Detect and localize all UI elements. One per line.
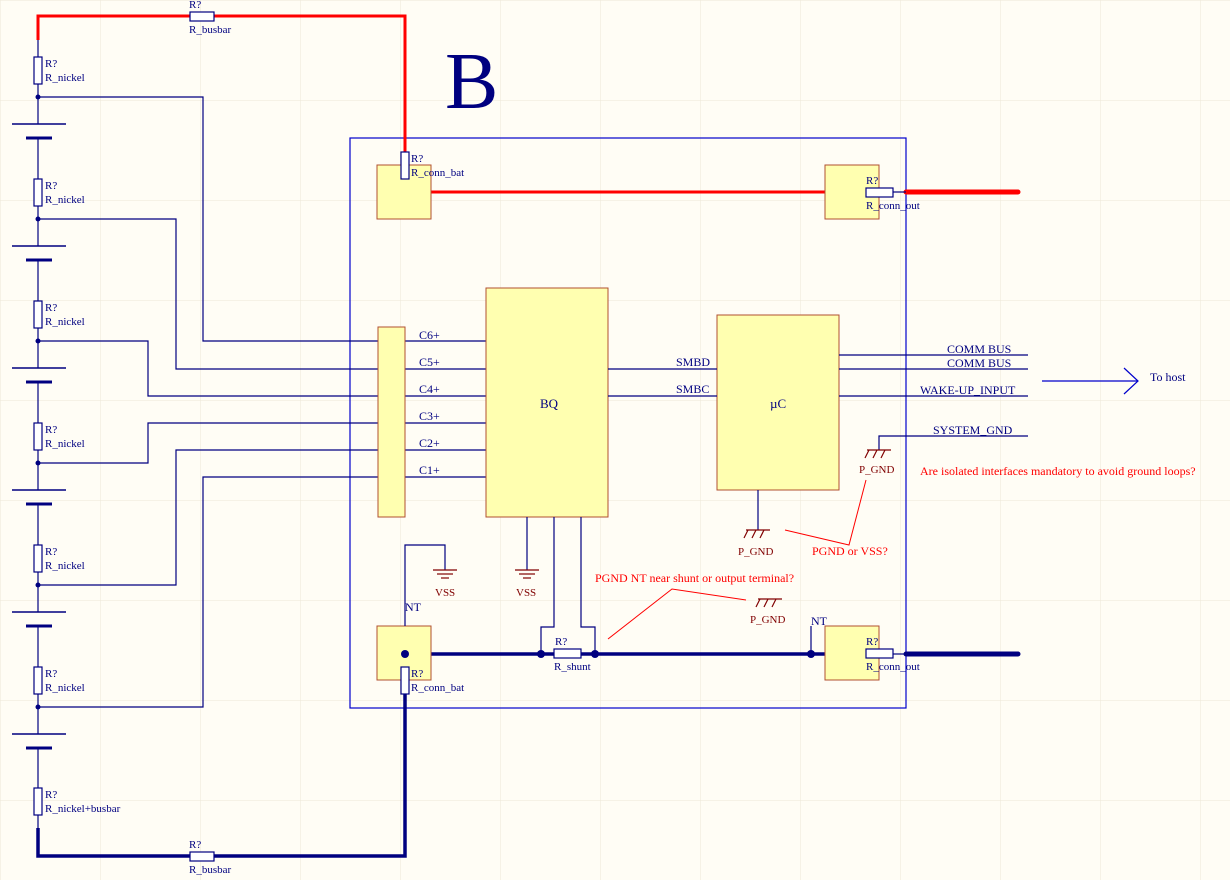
conn-out-top-designator: R? (866, 175, 878, 187)
conn-bat-top-name: R_conn_bat (411, 167, 464, 179)
pgnd-label-sys: P_GND (859, 464, 895, 476)
net-comm-bus-1: COMM BUS (947, 342, 1011, 356)
resistor-nickel-4[interactable] (33, 422, 43, 451)
resistor-nickel-1[interactable] (33, 56, 43, 85)
resistor-nickel-5[interactable] (33, 544, 43, 573)
resistor-conn-bat-bottom[interactable] (400, 666, 410, 695)
vss-label-1: VSS (435, 587, 455, 599)
nickel-3-designator: R? (45, 302, 57, 314)
system-gnd-wire[interactable] (878, 435, 1028, 450)
nt-label-left: NT (405, 600, 422, 614)
battery-cell (12, 489, 66, 506)
junction-dot (591, 650, 599, 658)
pin-c4: C4+ (419, 382, 440, 396)
resistor-conn-bat-top[interactable] (400, 151, 410, 180)
nickel-2-designator: R? (45, 180, 57, 192)
nickel-5-name: R_nickel (45, 560, 85, 572)
nickel-5-designator: R? (45, 546, 57, 558)
nickel-busbar-designator: R? (45, 789, 57, 801)
resistor-nickel-busbar[interactable] (33, 787, 43, 816)
annotation-lines (607, 479, 867, 640)
conn-out-bottom-name: R_conn_out (866, 661, 920, 673)
vss-symbol-2 (515, 569, 539, 579)
balance-connector[interactable] (377, 326, 406, 518)
net-comm-bus-2: COMM BUS (947, 356, 1011, 370)
junction-dot (807, 650, 815, 658)
pgnd-label-uc: P_GND (738, 546, 774, 558)
battery-cells (12, 123, 66, 750)
pgnd-symbol-uc (743, 529, 770, 539)
vss-label-2: VSS (516, 587, 536, 599)
negative-busbar[interactable] (36, 652, 866, 858)
note-isolated-interfaces: Are isolated interfaces mandatory to avo… (920, 464, 1196, 478)
resistor-nickel-2[interactable] (33, 178, 43, 207)
nt-label-right: NT (811, 614, 828, 628)
pgnd-label-mid: P_GND (750, 614, 786, 626)
battery-cell (12, 367, 66, 384)
nickel-3-name: R_nickel (45, 316, 85, 328)
resistor-nickel-6[interactable] (33, 666, 43, 695)
pin-smbc: SMBC (676, 382, 709, 396)
busbar-top-designator: R? (189, 0, 201, 11)
net-system-gnd: SYSTEM_GND (933, 423, 1013, 437)
nickel-4-name: R_nickel (45, 438, 85, 450)
resistor-shunt[interactable] (553, 648, 582, 659)
pgnd-symbol-sys (864, 449, 891, 459)
pin-smbd: SMBD (676, 355, 710, 369)
battery-cell (12, 245, 66, 262)
nickel-busbar-name: R_nickel+busbar (45, 803, 121, 815)
busbar-bottom-designator: R? (189, 839, 201, 851)
uc-label: µC (770, 396, 786, 411)
busbar-top-name: R_busbar (189, 24, 232, 36)
resistor-conn-out-top[interactable] (865, 187, 894, 198)
busbar-bottom-name: R_busbar (189, 864, 232, 876)
bq-chip[interactable] (485, 287, 609, 518)
resistor-busbar-top[interactable] (189, 11, 215, 22)
pgnd-symbol-mid (755, 598, 782, 608)
sheet-letter: B (445, 38, 498, 126)
junction-dot (401, 650, 409, 658)
nickel-4-designator: R? (45, 424, 57, 436)
battery-cell (12, 611, 66, 628)
to-host-label: To host (1150, 370, 1186, 384)
resistor-nickel-3[interactable] (33, 300, 43, 329)
bq-label: BQ (540, 396, 559, 411)
vss-symbol-1 (433, 569, 457, 579)
conn-out-top-name: R_conn_out (866, 200, 920, 212)
nickel-2-name: R_nickel (45, 194, 85, 206)
resistor-busbar-bottom[interactable] (189, 851, 215, 862)
shunt-name: R_shunt (554, 661, 591, 673)
pin-c1: C1+ (419, 463, 440, 477)
shunt-designator: R? (555, 636, 567, 648)
shunt-sense-left[interactable] (540, 517, 555, 654)
note-pgnd-or-vss: PGND or VSS? (812, 544, 888, 558)
uc-chip[interactable] (716, 314, 840, 491)
balance-tap-wires[interactable] (38, 96, 486, 708)
nt-left-wire[interactable] (404, 544, 446, 626)
pin-c2: C2+ (419, 436, 440, 450)
to-host-arrow (1042, 367, 1139, 395)
nickel-6-name: R_nickel (45, 682, 85, 694)
conn-bat-top-designator: R? (411, 153, 423, 165)
nickel-6-designator: R? (45, 668, 57, 680)
note-pgnd-nt: PGND NT near shunt or output terminal? (595, 571, 794, 585)
resistor-conn-out-bottom[interactable] (865, 648, 894, 659)
pin-c5: C5+ (419, 355, 440, 369)
battery-cell (12, 123, 66, 140)
nickel-1-designator: R? (45, 58, 57, 70)
shunt-sense-right[interactable] (580, 517, 596, 654)
conn-bat-bottom-name: R_conn_bat (411, 682, 464, 694)
conn-out-bottom-designator: R? (866, 636, 878, 648)
pin-c3: C3+ (419, 409, 440, 423)
junction-dot (537, 650, 545, 658)
net-wake-up: WAKE-UP_INPUT (920, 383, 1016, 397)
battery-cell (12, 733, 66, 750)
conn-bat-bottom-designator: R? (411, 668, 423, 680)
pin-c6: C6+ (419, 328, 440, 342)
nickel-1-name: R_nickel (45, 72, 85, 84)
